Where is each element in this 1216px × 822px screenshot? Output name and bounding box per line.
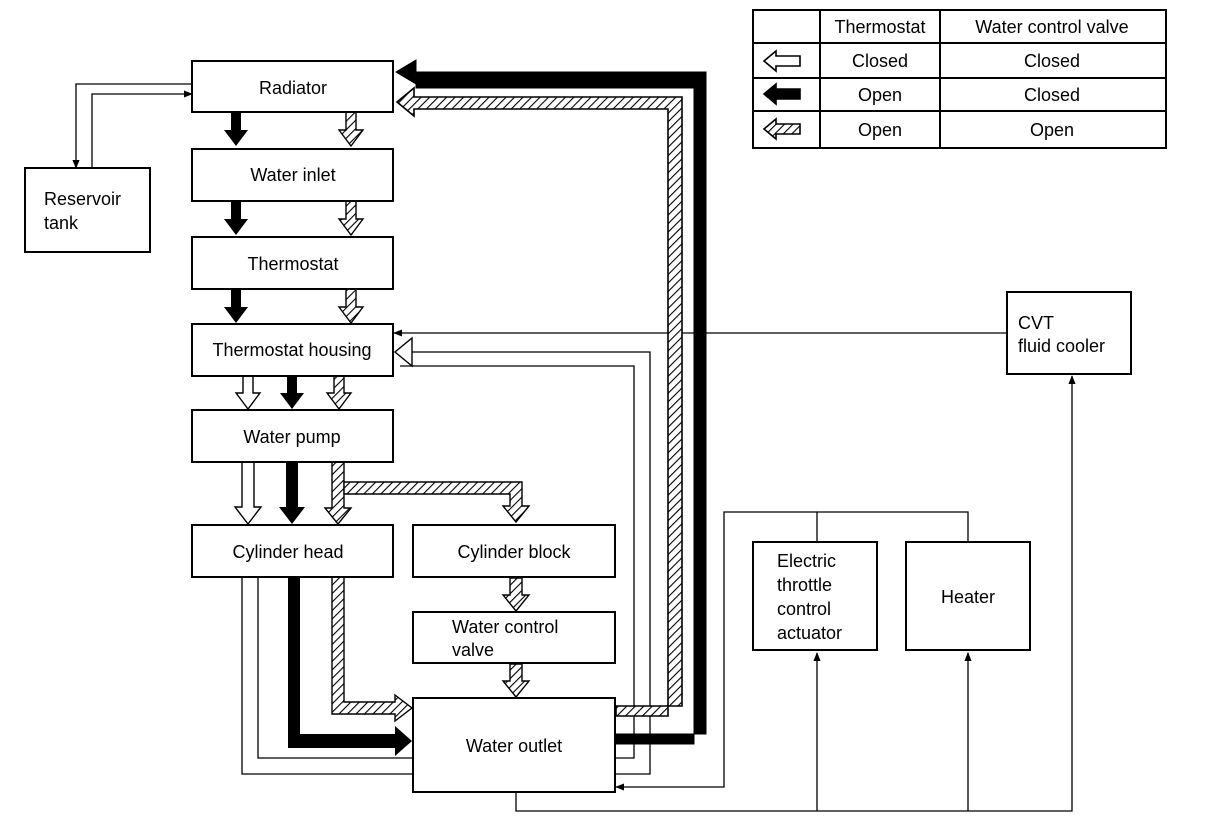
legend-row3-valve: Open <box>1030 120 1074 140</box>
valve-label-2: valve <box>452 640 494 660</box>
legend-header-valve: Water control valve <box>975 17 1128 37</box>
black-arrow-icon <box>762 82 801 106</box>
white-flow-arrows <box>233 375 263 526</box>
black-return-pipe <box>395 59 707 745</box>
cvt-label-1: CVT <box>1018 313 1054 333</box>
water-outlet-label: Water outlet <box>466 736 562 756</box>
radiator-label: Radiator <box>259 78 327 98</box>
legend-row2-thermostat: Open <box>858 85 902 105</box>
water-inlet-box: Water inlet <box>191 148 394 202</box>
water-control-valve-box: Water control valve <box>412 611 616 664</box>
reservoir-label-1: Reservoir <box>44 189 121 209</box>
hatched-return-pipe <box>395 86 683 717</box>
thermostat-housing-label: Thermostat housing <box>212 340 371 360</box>
cvt-label-2: fluid cooler <box>1018 336 1105 356</box>
actuator-label-3: control <box>777 599 831 619</box>
legend-header-thermostat: Thermostat <box>834 17 925 37</box>
water-pump-label: Water pump <box>243 427 340 447</box>
cylinder-head-box: Cylinder head <box>191 524 394 578</box>
white-arrow-into-housing-1 <box>393 336 413 368</box>
legend-row1-valve: Closed <box>1024 51 1080 71</box>
white-arrow-icon <box>762 49 801 73</box>
heater-box: Heater <box>905 541 1031 651</box>
actuator-label-4: actuator <box>777 623 842 643</box>
electric-throttle-actuator-box: Electric throttle control actuator <box>752 541 878 651</box>
water-pump-box: Water pump <box>191 409 394 463</box>
actuator-label-1: Electric <box>777 551 836 571</box>
reservoir-tank-box: Reservoir tank <box>24 167 151 253</box>
heater-label: Heater <box>941 587 995 607</box>
hatched-flow-arrows <box>323 111 531 723</box>
legend-row1-thermostat: Closed <box>852 51 908 71</box>
legend-row2-valve: Closed <box>1024 85 1080 105</box>
water-outlet-box: Water outlet <box>412 697 616 793</box>
cylinder-head-label: Cylinder head <box>232 542 343 562</box>
valve-label-1: Water control <box>452 617 558 637</box>
radiator-box: Radiator <box>191 60 394 113</box>
legend-row3-thermostat: Open <box>858 120 902 140</box>
cylinder-block-box: Cylinder block <box>412 524 616 578</box>
thin-flow-lines <box>72 83 1076 812</box>
black-head-to-outlet-arrow <box>288 577 412 756</box>
thermostat-box: Thermostat <box>191 236 394 290</box>
reservoir-label-2: tank <box>44 213 79 233</box>
hatched-arrow-icon <box>762 117 801 141</box>
water-inlet-label: Water inlet <box>250 165 335 185</box>
cvt-fluid-cooler-box: CVT fluid cooler <box>1006 291 1132 375</box>
thermostat-label: Thermostat <box>247 254 338 274</box>
cylinder-block-label: Cylinder block <box>457 542 571 562</box>
actuator-label-2: throttle <box>777 575 832 595</box>
thermostat-housing-box: Thermostat housing <box>191 323 394 377</box>
black-flow-arrows <box>224 112 305 524</box>
legend-table: Thermostat Water control valve Closed Cl… <box>752 9 1167 149</box>
